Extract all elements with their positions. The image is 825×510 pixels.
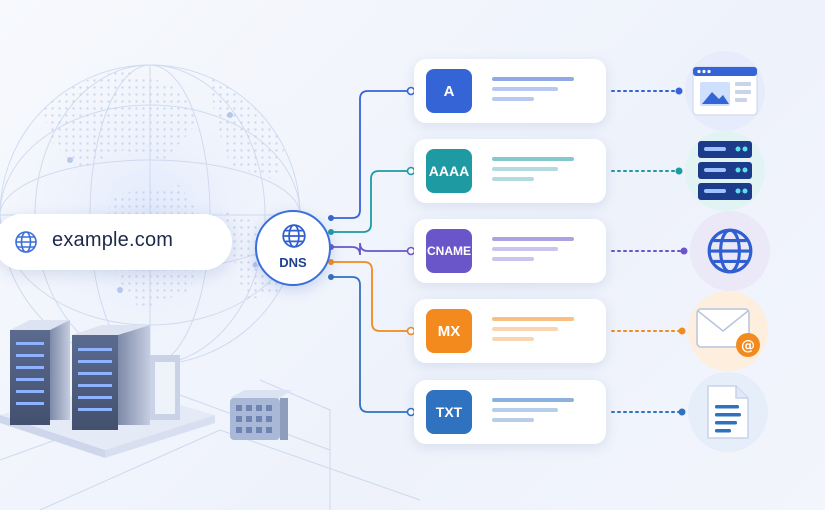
record-type-badge: AAAA (426, 149, 472, 193)
record-card-mx[interactable]: MX (414, 299, 606, 363)
dns-resolver-node[interactable]: DNS (255, 210, 331, 286)
server-stack-icon (685, 131, 765, 211)
connector-mx (331, 261, 410, 332)
placeholder-text-line (492, 157, 574, 161)
placeholder-text-line (492, 408, 558, 412)
dotted-link-end-dot (678, 408, 686, 416)
globe-icon (690, 211, 770, 291)
envelope-at-icon: @ (688, 291, 768, 371)
dotted-link-end-dot (678, 327, 686, 335)
connector-txt (331, 276, 410, 413)
placeholder-text-line (492, 87, 558, 91)
record-card-cname[interactable]: CNAME (414, 219, 606, 283)
globe-icon (15, 231, 37, 253)
connector-start-dot (328, 215, 334, 221)
record-type-badge: CNAME (426, 229, 472, 273)
connector-start-dot (328, 229, 334, 235)
globe-icon (282, 224, 306, 248)
placeholder-text-line (492, 177, 534, 181)
dotted-link-end-dot (675, 167, 683, 175)
placeholder-text-line (492, 398, 574, 402)
placeholder-text-line (492, 418, 534, 422)
connector-start-dot (328, 274, 334, 280)
record-type-badge: MX (426, 309, 472, 353)
placeholder-text-line (492, 97, 534, 101)
placeholder-text-line (492, 237, 574, 241)
dns-label: DNS (279, 255, 307, 270)
connector-aaaa (331, 170, 410, 233)
domain-input-pill[interactable]: example.com (0, 214, 232, 270)
placeholder-text-line (492, 327, 558, 331)
dotted-link-end-dot (680, 247, 688, 255)
record-card-aaaa[interactable]: AAAA (414, 139, 606, 203)
placeholder-text-line (492, 247, 558, 251)
dotted-link-end-dot (675, 87, 683, 95)
browser-window-icon (685, 51, 765, 131)
placeholder-text-line (492, 317, 574, 321)
placeholder-text-line (492, 337, 534, 341)
domain-name: example.com (52, 229, 174, 251)
record-type-badge: TXT (426, 390, 472, 434)
server-racks-illustration (0, 320, 292, 458)
placeholder-text-line (492, 167, 558, 171)
connector-start-dot (328, 259, 334, 265)
placeholder-text-line (492, 77, 574, 81)
connector-cname (331, 242, 410, 256)
svg-text:@: @ (741, 338, 755, 354)
document-icon (688, 372, 768, 452)
connector-a (331, 90, 410, 219)
record-type-badge: A (426, 69, 472, 113)
record-card-txt[interactable]: TXT (414, 380, 606, 444)
record-card-a[interactable]: A (414, 59, 606, 123)
placeholder-text-line (492, 257, 534, 261)
